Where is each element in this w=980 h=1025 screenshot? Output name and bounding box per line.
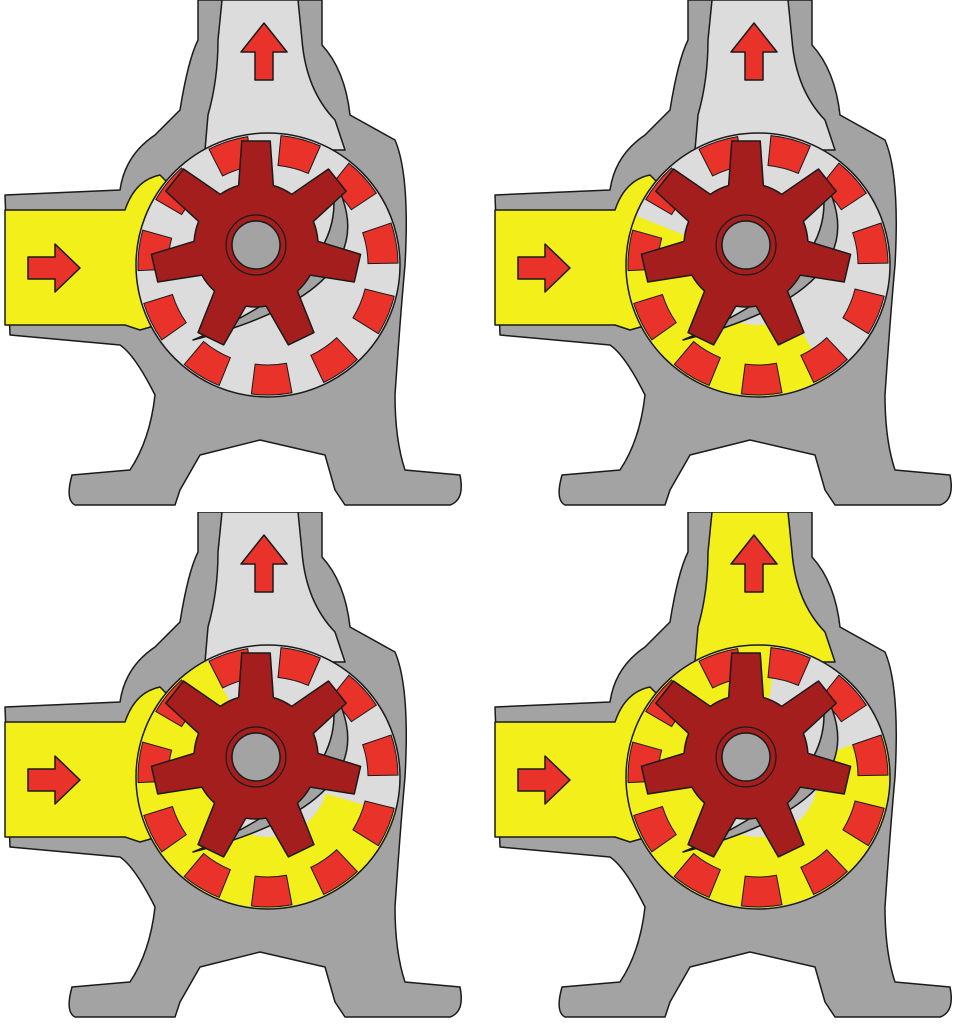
shaft [722,221,770,269]
outer-gear-tooth [741,363,782,395]
shaft [722,733,770,781]
shaft [232,221,280,269]
pump-stage-2 [490,0,980,512]
shaft [232,733,280,781]
pump-stage-4 [490,512,980,1024]
outer-gear-tooth [251,363,292,395]
outer-gear-tooth [741,875,782,907]
pump-stage-3 [0,512,490,1024]
outer-gear-tooth [251,875,292,907]
pump-stage-1 [0,0,490,512]
